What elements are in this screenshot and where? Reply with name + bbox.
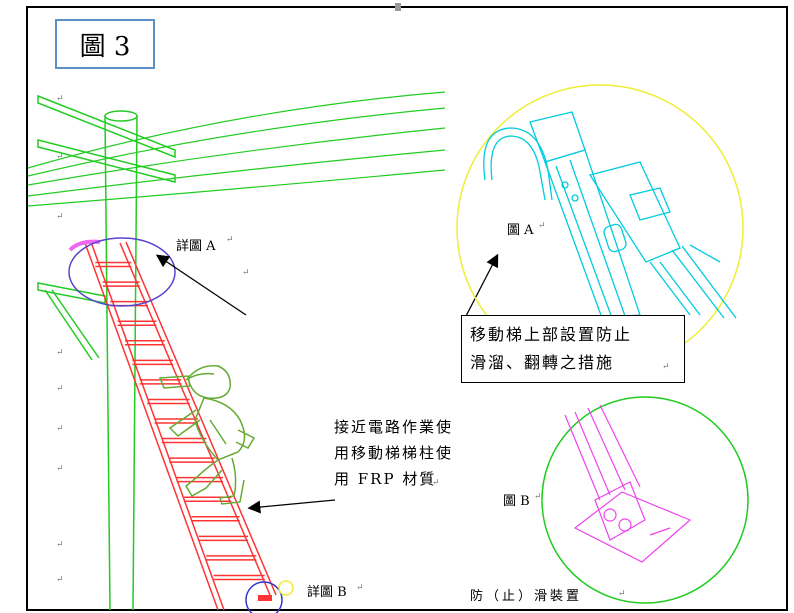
paragraph-mark: ↵ xyxy=(226,235,234,245)
note-line-1: 接近電路作業使 xyxy=(334,418,454,436)
note-line-2: 用移動梯梯柱使 xyxy=(334,444,454,462)
paragraph-mark: ↵ xyxy=(56,212,64,222)
paragraph-mark: ↵ xyxy=(56,348,64,358)
detail-circle-a xyxy=(68,237,176,307)
paragraph-mark: ↵ xyxy=(56,540,64,550)
label-figure-b: 圖 B xyxy=(503,494,530,509)
note-line-3: 用 FRP 材質 xyxy=(334,470,437,488)
utility-pole xyxy=(37,94,176,611)
ladder-foot xyxy=(258,595,272,601)
paragraph-mark: ↵ xyxy=(56,575,64,585)
paragraph-mark: ↵ xyxy=(662,362,670,372)
arrow-to-ladder-rail xyxy=(247,499,336,514)
paragraph-mark: ↵ xyxy=(56,384,64,394)
figure-b-circle xyxy=(541,396,749,604)
worker-figure xyxy=(158,365,256,505)
paragraph-mark: ↵ xyxy=(56,464,64,474)
label-figure-a: 圖 A xyxy=(507,223,534,238)
figure-number-box: 圖 3 xyxy=(55,19,155,69)
power-lines xyxy=(27,91,446,207)
hook-ladder xyxy=(483,111,737,319)
paragraph-mark: ↵ xyxy=(356,583,364,593)
label-anti-slip-device: 防（止）滑裝置 xyxy=(470,589,583,604)
paragraph-mark: ↵ xyxy=(538,221,546,231)
detail-b-marker xyxy=(278,580,294,596)
paragraph-mark: ↵ xyxy=(242,268,250,278)
ladder xyxy=(68,239,277,611)
label-detail-b: 詳圖 B xyxy=(307,585,347,600)
callout-line-1: 移動梯上部設置防止 xyxy=(470,325,633,344)
callout-line-2: 滑溜、翻轉之措施 xyxy=(470,353,615,372)
paragraph-mark: ↵ xyxy=(618,589,626,599)
page-center-marker xyxy=(395,3,401,11)
arrow-to-ladder-top xyxy=(155,254,247,316)
page-border xyxy=(26,6,788,611)
note-frp: 接近電路作業使 用移動梯梯柱使 用 FRP 材質 xyxy=(334,414,453,492)
anti-slip-foot xyxy=(564,404,692,563)
paragraph-mark: ↵ xyxy=(56,152,64,162)
detail-circle-b xyxy=(245,581,283,613)
paragraph-mark: ↵ xyxy=(56,94,64,104)
arrow-to-hook xyxy=(464,253,499,319)
label-detail-a: 詳圖 A xyxy=(176,239,216,254)
paragraph-mark: ↵ xyxy=(56,424,64,434)
callout-box: 移動梯上部設置防止 滑溜、翻轉之措施 xyxy=(461,315,685,383)
paragraph-mark: ↵ xyxy=(432,478,440,488)
paragraph-mark: ↵ xyxy=(534,492,542,502)
